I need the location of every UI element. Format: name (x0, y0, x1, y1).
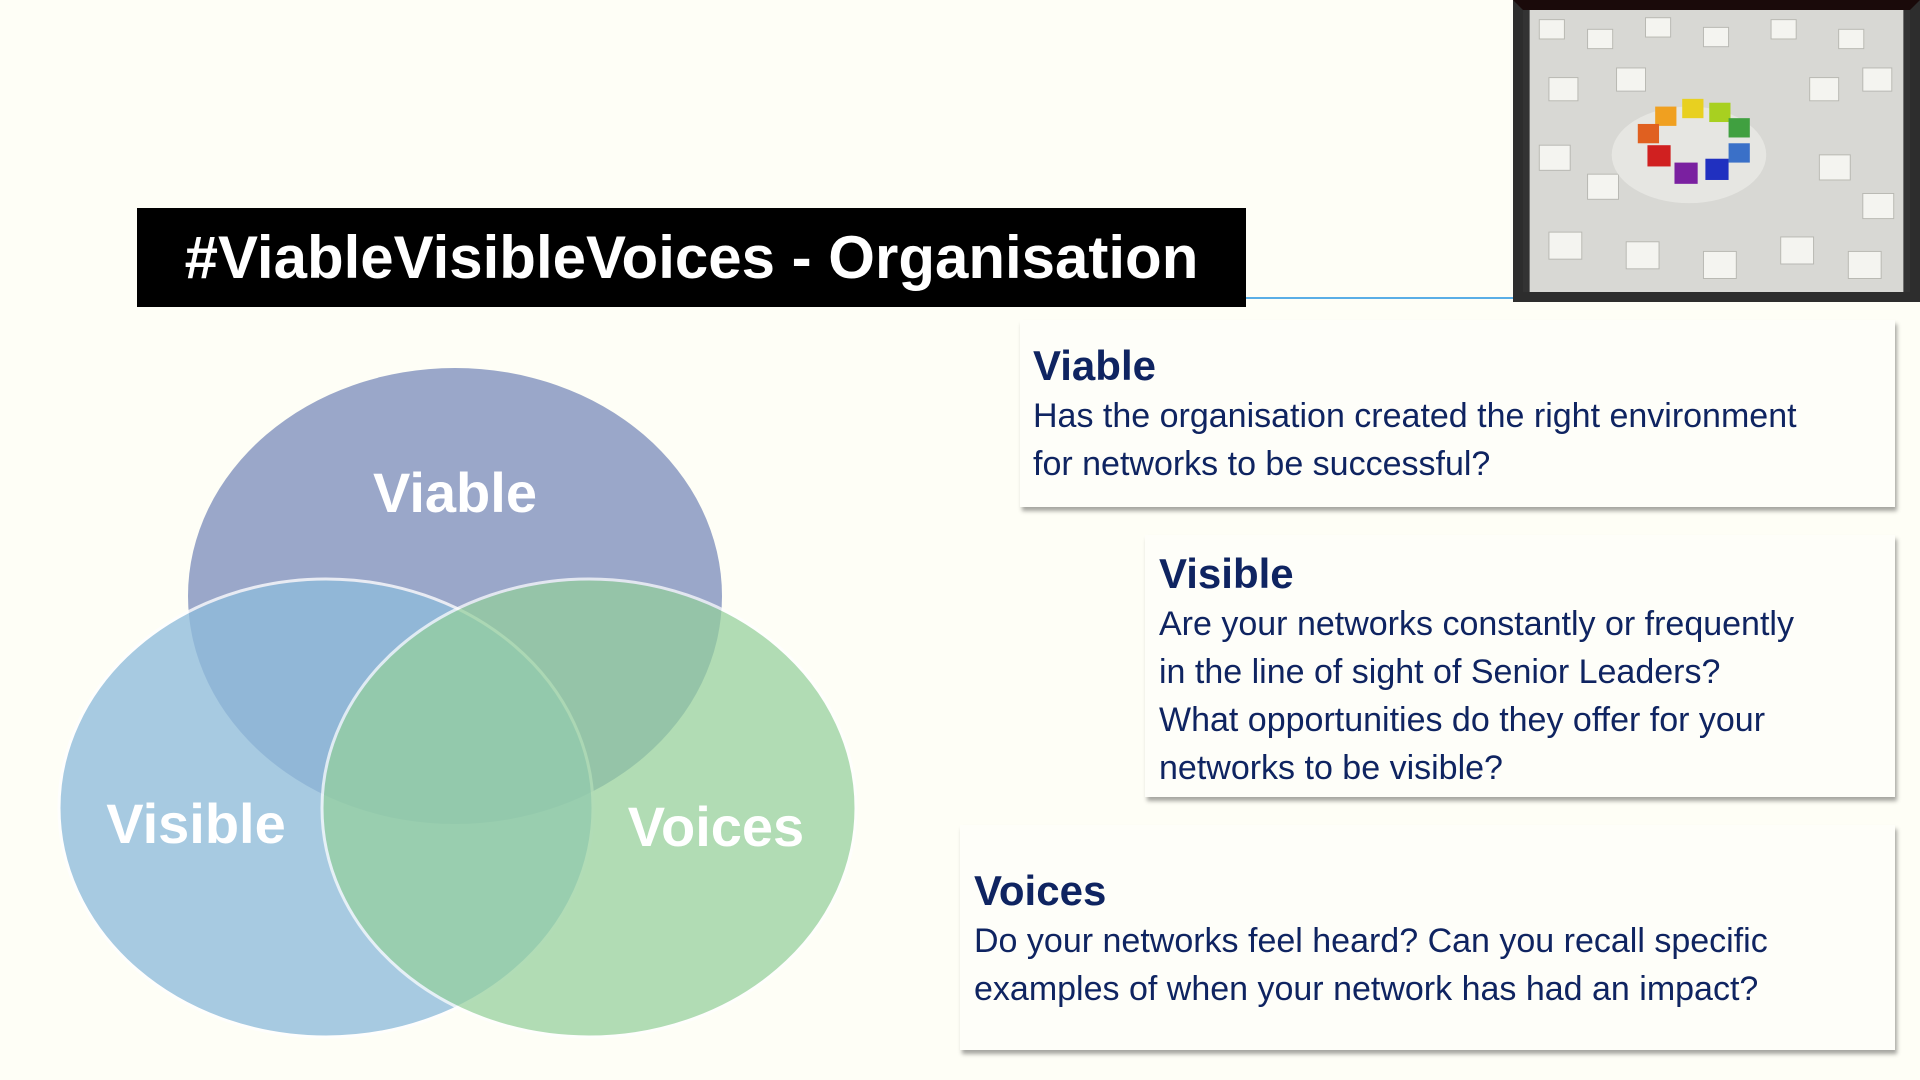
voices-card-line: Do your networks feel heard? Can you rec… (974, 922, 1768, 960)
venn-label-viable: Viable (373, 461, 537, 524)
voices-card-heading: Voices (974, 867, 1107, 914)
venn-label-visible: Visible (106, 792, 286, 855)
cubes-image (1513, 0, 1920, 302)
slide-title: #ViableVisibleVoices - Organisation (137, 208, 1246, 307)
visible-card-line: networks to be visible? (1159, 749, 1503, 787)
voices-card: Voices Do your networks feel heard? Can … (960, 825, 1895, 1050)
voices-card-line: examples of when your network has had an… (974, 970, 1759, 1008)
viable-card-line: for networks to be successful? (1033, 445, 1491, 483)
viable-card-heading: Viable (1033, 342, 1156, 389)
visible-card: Visible Are your networks constantly or … (1145, 535, 1895, 797)
viable-card-line: Has the organisation created the right e… (1033, 397, 1797, 435)
title-underline (1246, 297, 1514, 299)
visible-card-line: Are your networks constantly or frequent… (1159, 605, 1794, 643)
cubes-illustration (1529, 10, 1904, 292)
visible-card-heading: Visible (1159, 550, 1294, 597)
visible-card-line: in the line of sight of Senior Leaders? (1159, 653, 1721, 691)
viable-card: Viable Has the organisation created the … (1020, 320, 1895, 507)
venn-diagram: Viable Visible Voices (57, 368, 858, 1039)
venn-circle-voices (320, 577, 858, 1039)
venn-label-voices: Voices (628, 795, 804, 858)
visible-card-line: What opportunities do they offer for you… (1159, 701, 1766, 739)
